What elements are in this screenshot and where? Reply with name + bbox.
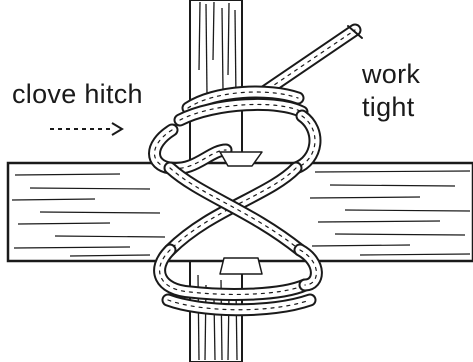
clove-hitch-label: clove hitch	[12, 79, 143, 109]
work-label: work	[362, 59, 420, 89]
tight-label: tight	[362, 92, 415, 122]
dashed-arrow-right-icon	[48, 120, 128, 138]
